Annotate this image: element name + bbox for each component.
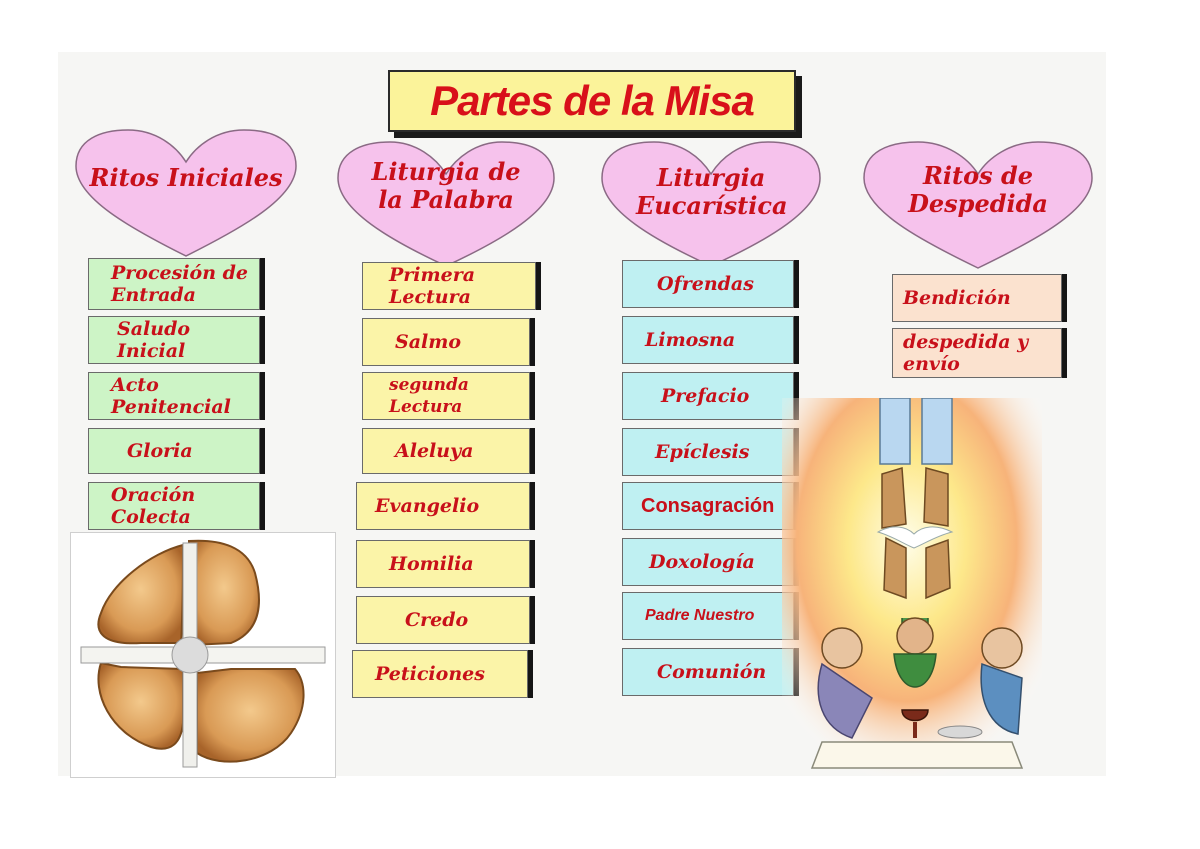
eucharist-illustration <box>782 397 1042 776</box>
item-prefacio: Prefacio <box>622 372 794 420</box>
item-aleluya: Aleluya <box>362 428 530 474</box>
heart-shape <box>863 141 1093 269</box>
item-acto-penitencial: Acto Penitencial <box>88 372 260 420</box>
heart-liturgia-palabra: Liturgia de la Palabra <box>332 140 560 268</box>
heading-liturgia-eucaristica: Liturgia Eucarística <box>636 163 788 220</box>
item-saludo-inicial: Saludo Inicial <box>88 316 260 364</box>
item-oracion-colecta: Oración Colecta <box>88 482 260 530</box>
eucharist-scene-icon <box>782 397 1042 776</box>
item-homilia: Homilia <box>356 540 530 588</box>
item-consagracion: Consagración <box>622 482 794 530</box>
heart-ritos-despedida: Ritos de Despedida <box>858 140 1098 270</box>
item-doxologia: Doxología <box>622 538 794 586</box>
title-box: Partes de la Misa <box>388 70 796 132</box>
heart-shape <box>337 141 555 267</box>
heading-liturgia-palabra: Liturgia de la Palabra <box>371 157 521 214</box>
item-ofrendas: Ofrendas <box>622 260 794 308</box>
item-padre-nuestro: Padre Nuestro <box>622 592 794 640</box>
item-comunion: Comunión <box>622 648 794 696</box>
heading-ritos-iniciales: Ritos Iniciales <box>89 163 283 192</box>
heart-shape <box>601 141 821 267</box>
heart-liturgia-eucaristica: Liturgia Eucarística <box>596 140 826 268</box>
heart-shape <box>75 129 297 257</box>
page-title: Partes de la Misa <box>430 77 755 124</box>
item-bendicion: Bendición <box>892 274 1062 322</box>
item-evangelio: Evangelio <box>356 482 530 530</box>
heart-ritos-iniciales: Ritos Iniciales <box>70 128 302 258</box>
item-peticiones: Peticiones <box>352 650 528 698</box>
item-primera-lectura: Primera Lectura <box>362 262 536 310</box>
item-gloria: Gloria <box>88 428 260 474</box>
bread-icon <box>80 539 326 768</box>
item-procesion-entrada: Procesión de Entrada <box>88 258 260 310</box>
heading-ritos-despedida: Ritos de Despedida <box>908 161 1048 218</box>
item-limosna: Limosna <box>622 316 794 364</box>
bread-illustration <box>70 532 336 778</box>
item-epiclesis: Epíclesis <box>622 428 794 476</box>
item-salmo: Salmo <box>362 318 530 366</box>
item-despedida-envio: despedida y envío <box>892 328 1062 378</box>
item-credo: Credo <box>356 596 530 644</box>
item-segunda-lectura: segunda Lectura <box>362 372 530 420</box>
